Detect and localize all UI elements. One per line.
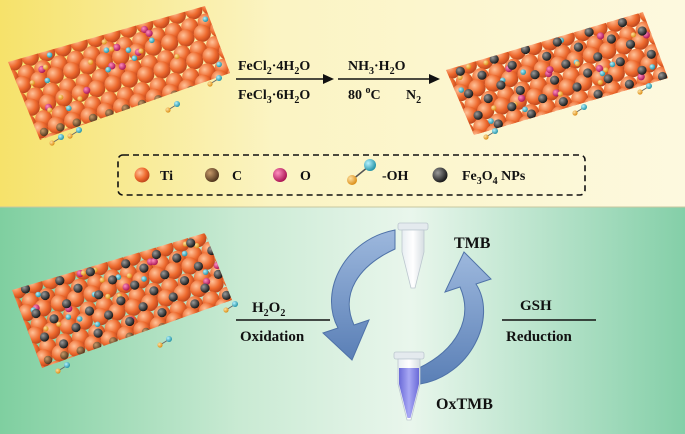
oxtmb-label: OxTMB [436, 396, 493, 413]
carbon-atom-icon [205, 168, 219, 182]
ti-atom-icon [135, 168, 150, 183]
legend-o: O [300, 169, 311, 184]
oxygen-atom-icon [273, 168, 287, 182]
tmb-label: TMB [454, 235, 491, 252]
reaction-temperature: 80 oC [348, 85, 381, 103]
gsh-label: GSH [520, 298, 552, 314]
legend-oh: -OH [382, 169, 409, 184]
legend-c: C [232, 169, 242, 184]
legend-ti: Ti [160, 169, 173, 184]
reduction-label: Reduction [506, 329, 572, 345]
oxidation-label: Oxidation [240, 329, 305, 345]
fe3o4-nanoparticle-icon [433, 168, 448, 183]
